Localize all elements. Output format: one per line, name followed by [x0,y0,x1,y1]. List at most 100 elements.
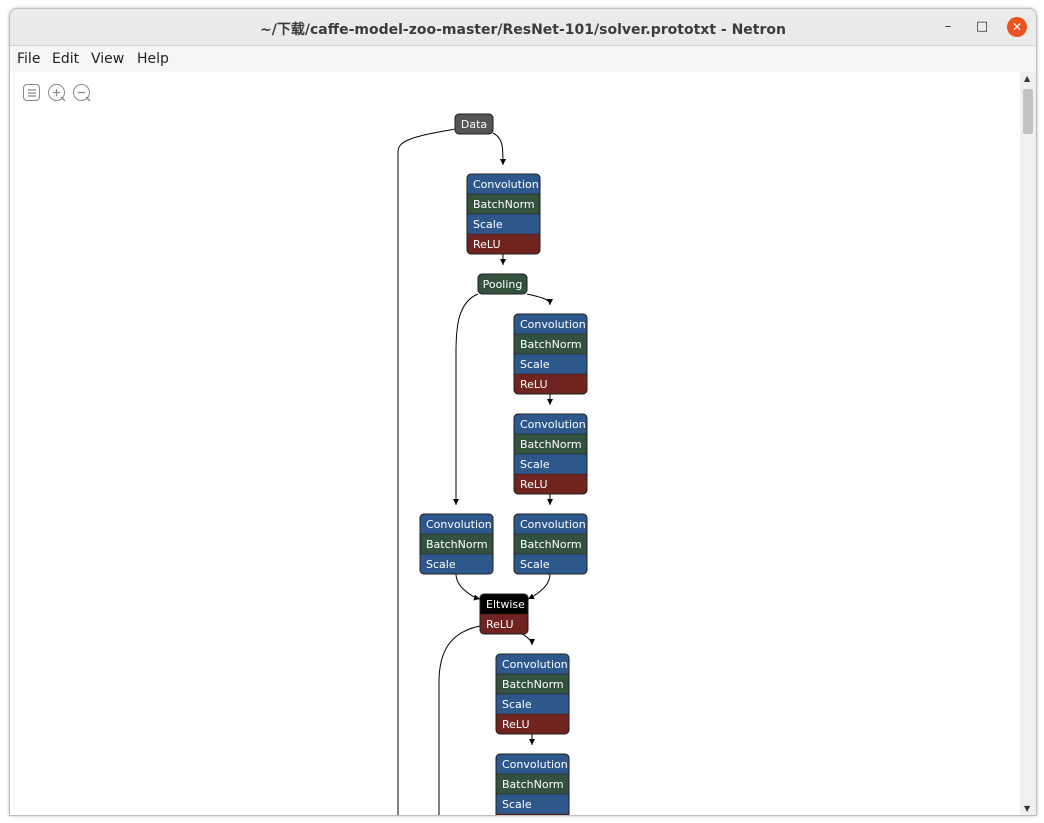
maximize-button[interactable]: □ [975,19,989,34]
node-layer-label: Scale [473,218,503,231]
node-layer-label: BatchNorm [473,198,535,211]
node-layer-box[interactable] [420,534,493,554]
node-border [419,513,494,575]
node-layer-label: Pooling [483,278,523,291]
node-layer-label: Scale [502,798,532,811]
node-layer-box[interactable] [496,714,569,734]
graph-node-pool1[interactable]: Pooling [477,273,528,295]
node-border [466,173,541,255]
node-layer-box[interactable] [496,754,569,774]
network-graph: DataConvolutionBatchNormScaleReLUPooling… [397,113,588,815]
node-layer-label: Scale [502,698,532,711]
edge [438,625,481,815]
node-layer-box[interactable] [496,794,569,814]
node-layer-box[interactable] [514,374,587,394]
node-layer-box[interactable] [496,814,569,815]
netron-window: ~/下载/caffe-model-zoo-master/ResNet-101/s… [9,8,1037,816]
node-layer-box[interactable] [467,194,540,214]
node-layer-box[interactable] [496,674,569,694]
menu-help[interactable]: Help [137,51,169,67]
node-layer-box[interactable] [514,314,587,334]
node-border [513,313,588,395]
node-layer-label: Convolution [473,178,539,191]
node-layer-box[interactable] [467,174,540,194]
edge [453,293,479,505]
menu-file[interactable]: File [17,51,41,67]
node-layer-box[interactable] [514,414,587,434]
node-layer-label: Scale [520,558,550,571]
zoom-in-icon[interactable] [48,84,66,102]
node-layer-label: ReLU [520,378,548,391]
node-layer-box[interactable] [514,534,587,554]
sidebar-icon[interactable] [23,84,40,101]
node-layer-label: Data [461,118,487,131]
edge [527,573,551,600]
node-layer-box[interactable] [514,554,587,574]
graph-nodes: DataConvolutionBatchNormScaleReLUPooling… [419,113,588,815]
node-layer-label: ReLU [473,238,501,251]
node-layer-label: ReLU [502,718,530,731]
node-layer-box[interactable] [420,554,493,574]
node-layer-box[interactable] [455,114,493,134]
edge [492,132,506,166]
node-layer-label: BatchNorm [520,438,582,451]
node-layer-label: BatchNorm [520,338,582,351]
node-layer-label: Scale [426,558,456,571]
zoom-out-icon[interactable] [73,84,91,102]
node-layer-box[interactable] [514,434,587,454]
node-layer-label: BatchNorm [520,538,582,551]
menu-view[interactable]: View [91,51,125,67]
node-border [513,513,588,575]
scroll-thumb[interactable] [1023,89,1033,134]
edge [521,633,535,646]
menu-edit[interactable]: Edit [52,51,80,67]
node-layer-label: BatchNorm [502,778,564,791]
edge [455,573,481,601]
node-layer-box[interactable] [480,594,528,614]
node-layer-label: Convolution [502,758,568,771]
node-layer-label: Scale [520,358,550,371]
node-layer-box[interactable] [514,354,587,374]
node-border [454,113,494,135]
minimize-button[interactable]: – [944,19,952,34]
node-layer-label: BatchNorm [502,678,564,691]
scroll-down-arrow-icon[interactable]: ▼ [1024,804,1031,813]
node-border [479,593,529,635]
node-layer-box[interactable] [478,274,527,294]
node-layer-label: ReLU [520,478,548,491]
node-layer-box[interactable] [467,214,540,234]
node-layer-box[interactable] [496,694,569,714]
node-layer-label: Eltwise [486,598,525,611]
node-layer-box[interactable] [514,454,587,474]
node-layer-box[interactable] [467,234,540,254]
node-border [513,413,588,495]
node-border [495,653,570,735]
node-layer-box[interactable] [514,474,587,494]
edge [526,293,553,306]
close-button[interactable]: ✕ [1007,17,1027,37]
node-layer-label: ReLU [486,618,514,631]
node-layer-box[interactable] [496,654,569,674]
node-layer-box[interactable] [496,774,569,794]
node-layer-box[interactable] [420,514,493,534]
vertical-scrollbar[interactable]: ▲ ▼ [1020,72,1036,815]
node-layer-label: Convolution [520,518,586,531]
node-layer-box[interactable] [514,334,587,354]
title-bar[interactable]: ~/下载/caffe-model-zoo-master/ResNet-101/s… [10,9,1036,46]
scroll-up-arrow-icon[interactable]: ▲ [1024,74,1031,83]
window-title: ~/下载/caffe-model-zoo-master/ResNet-101/s… [260,22,786,38]
graph-node-data[interactable]: Data [454,113,494,135]
menu-bar: File Edit View Help [10,46,1036,72]
node-layer-box[interactable] [514,514,587,534]
node-layer-label: Convolution [520,318,586,331]
node-layer-box[interactable] [480,614,528,634]
